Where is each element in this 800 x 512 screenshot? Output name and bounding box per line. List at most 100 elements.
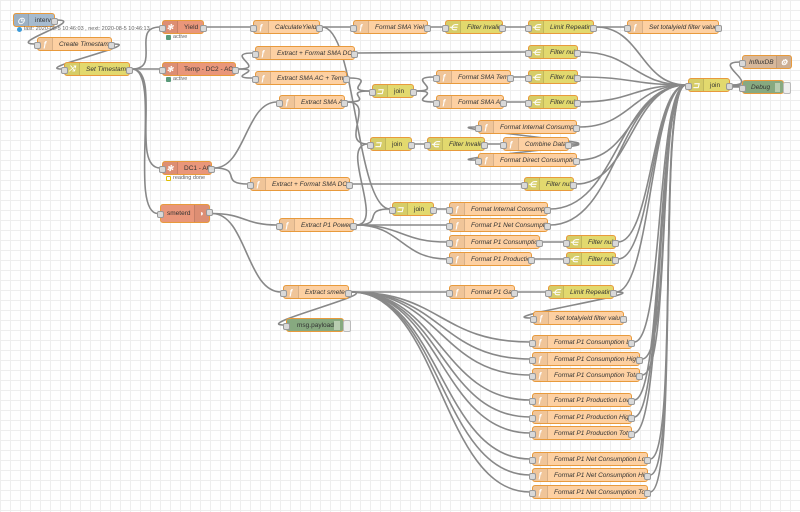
node-msg-payload[interactable]: msg.payload: [283, 318, 351, 332]
wire[interactable]: [321, 26, 391, 210]
input-port[interactable]: [624, 24, 631, 32]
output-port[interactable]: [346, 181, 353, 189]
input-port[interactable]: [157, 211, 164, 218]
input-port[interactable]: [276, 99, 283, 107]
output-port[interactable]: [573, 157, 580, 165]
wire[interactable]: [350, 291, 531, 360]
wire[interactable]: [641, 84, 687, 376]
input-port[interactable]: [252, 75, 259, 83]
input-port[interactable]: [529, 430, 536, 438]
wire[interactable]: [615, 84, 687, 293]
input-port[interactable]: [283, 322, 290, 330]
output-port[interactable]: [590, 24, 597, 32]
wire[interactable]: [595, 26, 687, 86]
wire[interactable]: [355, 224, 448, 243]
wire[interactable]: [415, 90, 435, 103]
wire[interactable]: [56, 43, 120, 70]
wire[interactable]: [211, 212, 282, 293]
output-port[interactable]: [345, 289, 352, 297]
wire[interactable]: [350, 291, 531, 493]
node-filter-invalid-1[interactable]: ⋲Filter invalid: [442, 20, 506, 34]
input-port[interactable]: [446, 239, 453, 247]
output-port[interactable]: [507, 74, 514, 82]
wire[interactable]: [213, 101, 278, 169]
wire[interactable]: [355, 224, 448, 260]
output-port[interactable]: [574, 49, 581, 57]
output-port[interactable]: [636, 372, 643, 380]
output-port[interactable]: [628, 430, 635, 438]
output-port[interactable]: [350, 222, 357, 230]
wire[interactable]: [467, 126, 580, 145]
output-port[interactable]: [628, 414, 635, 422]
input-port[interactable]: [247, 181, 254, 189]
output-port[interactable]: [430, 206, 437, 214]
wire[interactable]: [350, 291, 531, 418]
node-influxdb[interactable]: InfluxDB⚙: [739, 55, 792, 69]
output-port[interactable]: [644, 489, 651, 497]
output-port[interactable]: [51, 17, 58, 25]
wire[interactable]: [578, 84, 687, 128]
output-port[interactable]: [499, 24, 506, 32]
wire[interactable]: [131, 26, 161, 70]
output-port[interactable]: [612, 239, 619, 247]
input-port[interactable]: [525, 74, 532, 82]
node-filter-null-1[interactable]: ⋲Filter null: [525, 45, 581, 59]
input-port[interactable]: [369, 88, 376, 96]
output-port[interactable]: [408, 141, 415, 149]
output-port[interactable]: [410, 88, 417, 96]
input-port[interactable]: [529, 356, 536, 364]
node-set-timestamp[interactable]: ⤨Set Timestamp: [61, 62, 133, 76]
output-port[interactable]: [108, 41, 115, 49]
input-port[interactable]: [252, 50, 259, 58]
input-port[interactable]: [367, 141, 374, 149]
input-port[interactable]: [525, 24, 532, 32]
wire[interactable]: [350, 291, 531, 434]
input-port[interactable]: [250, 24, 257, 32]
input-port[interactable]: [433, 74, 440, 82]
input-port[interactable]: [563, 239, 570, 247]
wire[interactable]: [131, 68, 159, 215]
output-port[interactable]: [726, 82, 733, 90]
input-port[interactable]: [739, 84, 746, 92]
output-port[interactable]: [511, 289, 518, 297]
output-port[interactable]: [232, 66, 239, 74]
output-port[interactable]: [628, 339, 635, 347]
wire[interactable]: [350, 291, 531, 376]
output-port[interactable]: [574, 99, 581, 107]
output-port[interactable]: [208, 165, 215, 173]
output-port[interactable]: [715, 24, 722, 32]
wire[interactable]: [27, 19, 65, 45]
input-port[interactable]: [446, 289, 453, 297]
wire[interactable]: [346, 101, 369, 145]
output-port[interactable]: [620, 315, 627, 323]
output-port[interactable]: [544, 222, 551, 230]
wire[interactable]: [356, 51, 527, 54]
output-port[interactable]: [636, 356, 643, 364]
input-port[interactable]: [529, 472, 536, 480]
output-port[interactable]: [343, 75, 350, 83]
output-port[interactable]: [351, 50, 358, 58]
output-port[interactable]: [610, 289, 617, 297]
output-port[interactable]: [544, 206, 551, 214]
output-port[interactable]: [644, 456, 651, 464]
wire[interactable]: [355, 208, 391, 226]
wire[interactable]: [346, 90, 371, 103]
wire[interactable]: [355, 143, 369, 226]
wire[interactable]: [729, 84, 743, 88]
wire[interactable]: [729, 61, 743, 86]
output-port[interactable]: [341, 99, 348, 107]
